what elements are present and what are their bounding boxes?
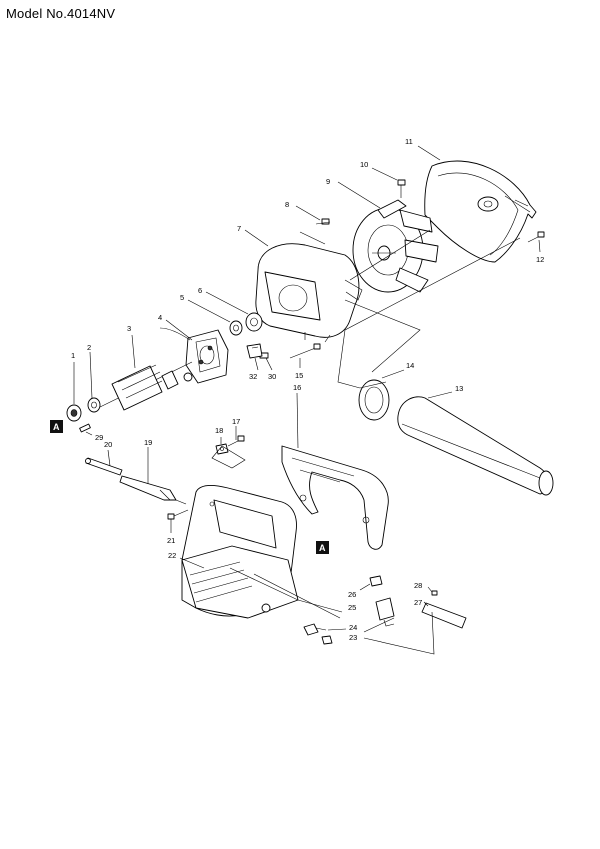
part-8-screw bbox=[315, 218, 331, 225]
callout-20: 20 bbox=[104, 440, 112, 449]
part-24-brush bbox=[303, 623, 333, 645]
part-20-cord bbox=[85, 457, 123, 476]
callout-25: 25 bbox=[348, 603, 356, 612]
part-12-screw bbox=[527, 231, 545, 243]
callout-30: 30 bbox=[268, 372, 276, 381]
part-14-ring bbox=[358, 379, 390, 421]
part-17-screw bbox=[227, 435, 245, 447]
callout-14: 14 bbox=[406, 361, 414, 370]
part-13-nozzle bbox=[397, 396, 554, 496]
callout-10: 10 bbox=[360, 160, 368, 169]
callout-7: 7 bbox=[237, 224, 241, 233]
callout-8: 8 bbox=[285, 200, 289, 209]
callout-19: 19 bbox=[144, 438, 152, 447]
callout-23: 23 bbox=[349, 633, 357, 642]
part-3-armature bbox=[97, 361, 193, 411]
part-29-key bbox=[79, 423, 91, 433]
callout-3: 3 bbox=[127, 324, 131, 333]
callout-18: 18 bbox=[215, 426, 223, 435]
callout-5: 5 bbox=[180, 293, 184, 302]
part-28-screw bbox=[431, 590, 438, 596]
callout-12: 12 bbox=[536, 255, 544, 264]
callout-2: 2 bbox=[87, 343, 91, 352]
callout-17: 17 bbox=[232, 417, 240, 426]
callout-15: 15 bbox=[295, 371, 303, 380]
part-22-motor-housing bbox=[181, 484, 299, 619]
callout-27: 27 bbox=[414, 598, 422, 607]
part-7-fan-housing bbox=[255, 243, 363, 343]
callout-22: 22 bbox=[168, 551, 176, 560]
part-15-screw bbox=[289, 343, 321, 359]
part-16-handle-cover bbox=[281, 445, 389, 550]
part-21-screw bbox=[167, 509, 189, 520]
part-32-holder bbox=[246, 343, 263, 359]
part-25-switch bbox=[375, 597, 395, 627]
part-2-washer bbox=[87, 397, 101, 413]
callout-29: 29 bbox=[95, 433, 103, 442]
model-number-title: Model No.4014NV bbox=[6, 6, 116, 21]
part-18-nut bbox=[215, 443, 229, 455]
part-10-screw bbox=[397, 179, 406, 198]
svg-text:A: A bbox=[319, 543, 326, 553]
part-11-rear-cover bbox=[424, 160, 537, 263]
callout-1: 1 bbox=[71, 351, 75, 360]
svg-text:A: A bbox=[53, 422, 60, 432]
callout-16: 16 bbox=[293, 383, 301, 392]
reference-marker-a-left: A bbox=[50, 420, 63, 433]
part-27-plate bbox=[421, 602, 467, 629]
callout-28: 28 bbox=[414, 581, 422, 590]
callout-26: 26 bbox=[348, 590, 356, 599]
callout-24: 24 bbox=[349, 623, 357, 632]
callout-6: 6 bbox=[198, 286, 202, 295]
part-1-bearing bbox=[66, 404, 82, 422]
part-9-fan bbox=[352, 199, 439, 293]
callout-4: 4 bbox=[158, 313, 162, 322]
part-5-washer bbox=[229, 320, 243, 336]
callout-32: 32 bbox=[249, 372, 257, 381]
reference-marker-a-right: A bbox=[316, 541, 329, 554]
part-6-bearing bbox=[245, 312, 263, 332]
callout-13: 13 bbox=[455, 384, 463, 393]
callout-11: 11 bbox=[405, 137, 413, 146]
callout-21: 21 bbox=[167, 536, 175, 545]
part-26-capacitor bbox=[369, 575, 383, 587]
callout-9: 9 bbox=[326, 177, 330, 186]
part-19-cord-guard bbox=[119, 475, 187, 505]
